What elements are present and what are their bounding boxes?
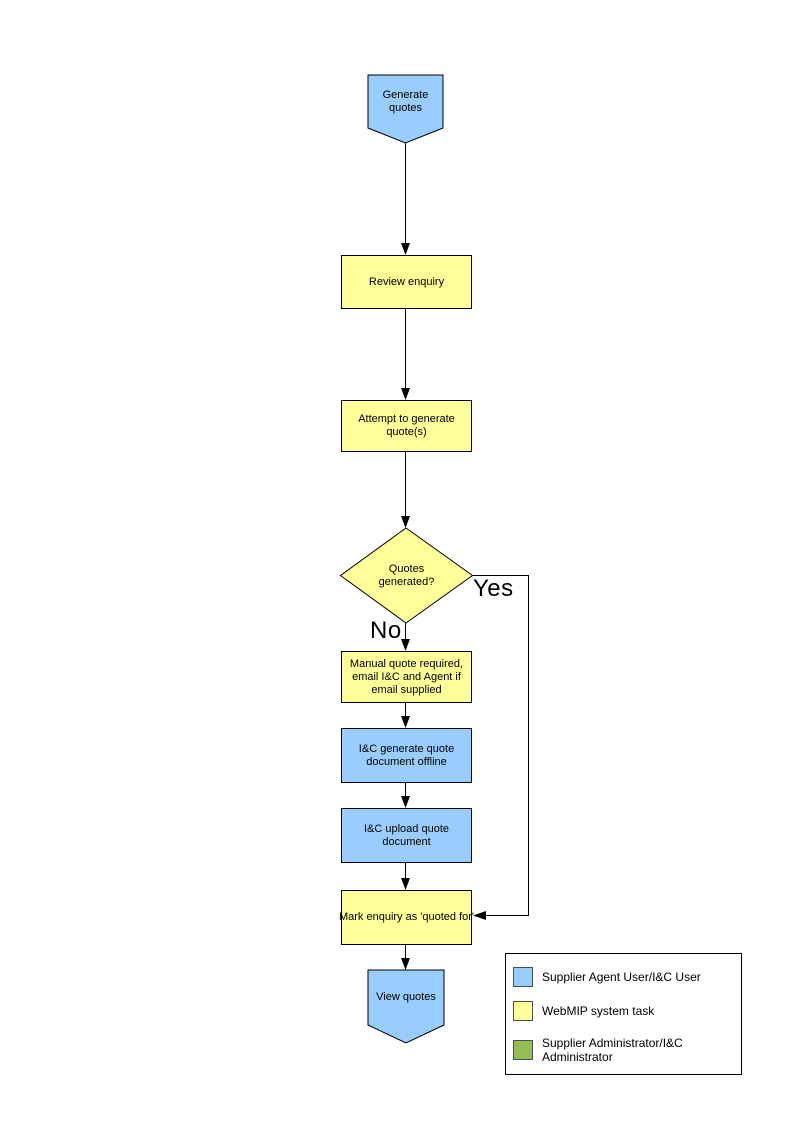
legend-label-agent-user: Supplier Agent User/I&C User: [542, 970, 701, 984]
process-review-enquiry: Review enquiry: [341, 255, 472, 309]
legend-label-administrator: Supplier Administrator/I&C Administrator: [542, 1036, 683, 1064]
process-review-enquiry-text: Review enquiry: [368, 275, 445, 288]
legend: Supplier Agent User/I&C User WebMIP syst…: [505, 953, 742, 1075]
arrowhead-into-manual: [401, 639, 410, 651]
decision-text: Quotes generated?: [378, 562, 435, 588]
arrowhead-into-decision: [401, 516, 410, 528]
process-generate-offline: I&C generate quote document offline: [341, 728, 472, 783]
start-terminator-label: Generate quotes: [368, 75, 443, 128]
start-terminator-text: Generate quotes: [382, 88, 429, 114]
process-manual-quote-text: Manual quote required, email I&C and Age…: [349, 657, 464, 696]
end-terminator-text: View quotes: [376, 991, 436, 1003]
arrowheads: [401, 243, 486, 970]
process-generate-offline-text: I&C generate quote document offline: [358, 742, 455, 768]
process-manual-quote: Manual quote required, email I&C and Age…: [341, 651, 472, 703]
legend-swatch-green: [513, 1040, 533, 1060]
legend-item-agent-user: Supplier Agent User/I&C User: [513, 967, 727, 987]
process-attempt-generate: Attempt to generate quote(s): [341, 400, 472, 452]
legend-swatch-blue: [513, 967, 533, 987]
legend-item-administrator: Supplier Administrator/I&C Administrator: [513, 1036, 727, 1064]
branch-label-no: No: [370, 617, 402, 644]
end-terminator-shape: [367, 969, 445, 1044]
connector-lines: [405, 143, 529, 959]
arrowhead-into-end: [401, 958, 410, 970]
process-mark-quoted-text: Mark enquiry as 'quoted for': [338, 911, 475, 923]
arrowhead-into-offline: [401, 716, 410, 728]
start-terminator-shape: [367, 74, 444, 144]
arrowhead-into-mark: [401, 878, 410, 890]
legend-item-system-task: WebMIP system task: [513, 1001, 727, 1021]
arrowhead-into-review: [401, 243, 410, 255]
process-mark-quoted: Mark enquiry as 'quoted for': [338, 890, 475, 945]
legend-swatch-yellow: [513, 1001, 533, 1021]
branch-label-yes: Yes: [473, 575, 514, 602]
connector-yes-branch: [472, 575, 529, 916]
arrowhead-yes-into-mark: [473, 911, 486, 920]
process-upload-quote-text: I&C upload quote document: [363, 822, 449, 848]
arrowhead-into-attempt: [401, 388, 410, 400]
legend-label-system-task: WebMIP system task: [542, 1004, 655, 1018]
arrowhead-into-upload: [401, 796, 410, 808]
end-terminator-label: View quotes: [368, 970, 444, 1025]
process-attempt-generate-text: Attempt to generate quote(s): [358, 413, 455, 438]
process-upload-quote: I&C upload quote document: [341, 808, 472, 863]
decision-label: Quotes generated?: [371, 548, 442, 603]
